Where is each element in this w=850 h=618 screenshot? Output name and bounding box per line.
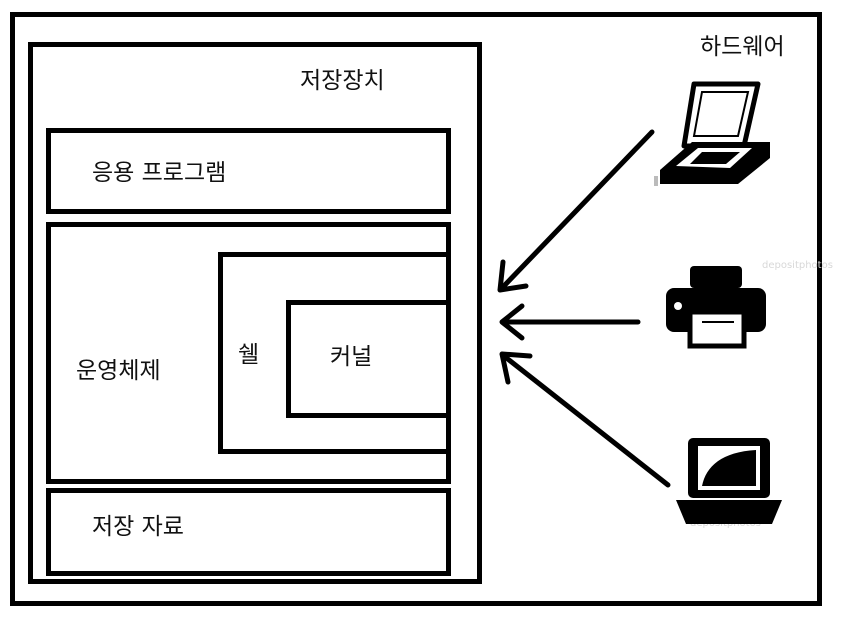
- watermark-text: depositphotos: [762, 260, 833, 271]
- kernel-box: [286, 300, 448, 418]
- arrow-from-printer: [499, 303, 641, 341]
- laptop-icon: [676, 438, 782, 524]
- stored-data-label: 저장 자료: [92, 514, 184, 540]
- storage-device-frame: [28, 42, 482, 584]
- application-label: 응용 프로그램: [92, 160, 227, 186]
- application-box: [46, 128, 451, 214]
- printer-icon: [666, 266, 766, 349]
- shell-box: [218, 252, 448, 454]
- arrow-from-laptop: [499, 351, 671, 488]
- arrow-from-scanner: [497, 129, 655, 293]
- scanner-icon: [654, 81, 770, 186]
- stored-data-box: [46, 488, 451, 576]
- shell-label: 쉘: [238, 342, 260, 368]
- hardware-frame: [10, 12, 822, 606]
- operating-system-box: [46, 222, 451, 484]
- storage-device-label: 저장장치: [300, 68, 385, 94]
- operating-system-label: 운영체제: [76, 358, 161, 384]
- hardware-label: 하드웨어: [700, 34, 785, 60]
- kernel-label: 커널: [330, 344, 373, 370]
